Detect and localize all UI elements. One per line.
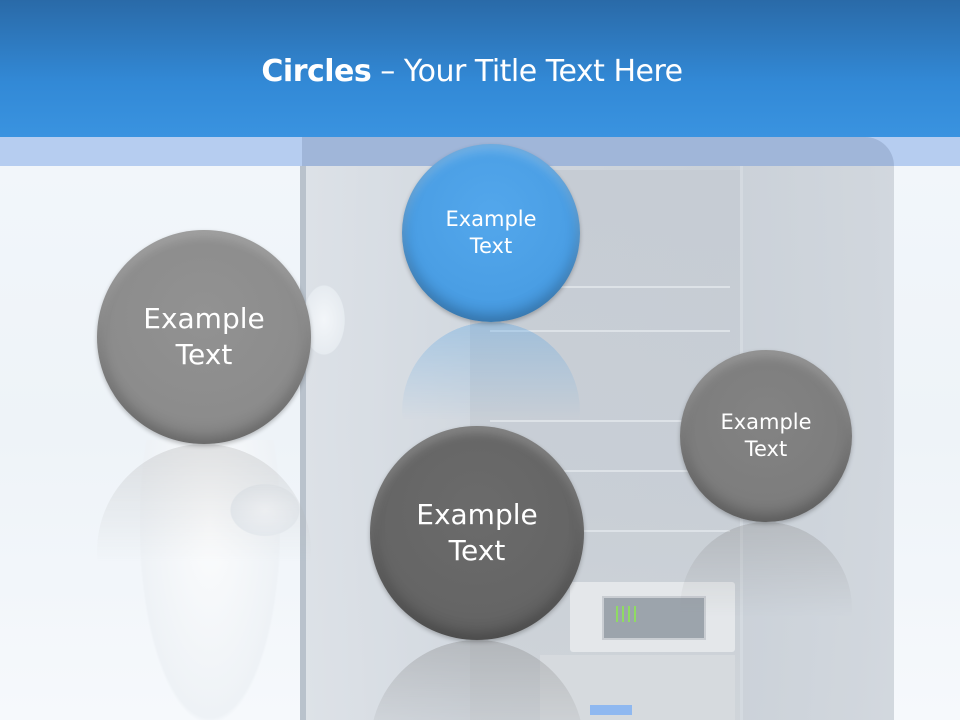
rack-slot-line — [490, 470, 730, 472]
figure-open-hand — [225, 480, 305, 540]
title-bar — [0, 0, 960, 137]
rack-top-overlay — [302, 137, 894, 166]
rack-slot-line — [490, 330, 730, 332]
server-status-bar — [590, 705, 632, 715]
circle-text-line2: Text — [175, 338, 233, 371]
title-rest: Your Title Text Here — [403, 54, 683, 89]
circle-reflection — [680, 522, 852, 694]
circle-reflection — [97, 444, 311, 658]
circle-text-line2: Text — [469, 234, 513, 258]
circle-left[interactable]: Example Text — [97, 230, 311, 444]
led-indicator — [628, 606, 630, 622]
circle-text-line1: Example — [143, 301, 265, 335]
led-indicator — [616, 606, 618, 622]
circle-top-center[interactable]: Example Text — [402, 144, 580, 322]
circle-text-line1: Example — [416, 497, 538, 531]
circle-text-line2: Text — [448, 534, 506, 567]
led-indicator — [634, 606, 636, 622]
rack-slot-line — [490, 286, 730, 288]
circle-bottom-center[interactable]: Example Text — [370, 426, 584, 640]
title-bold: Circles — [261, 54, 372, 89]
slide-title: Circles – Your Title Text Here — [0, 54, 944, 89]
circle-text-line1: Example — [720, 409, 812, 434]
led-indicator — [622, 606, 624, 622]
rack-door-edge — [300, 137, 306, 720]
rack-slot-line — [490, 530, 730, 532]
circle-text-line1: Example — [445, 206, 537, 231]
circle-text-line2: Text — [744, 437, 788, 461]
circle-right[interactable]: Example Text — [680, 350, 852, 522]
title-separator: – — [371, 54, 404, 89]
server-display — [602, 596, 706, 640]
server-unit-lower — [540, 655, 735, 720]
rack-slot-line — [490, 420, 730, 422]
